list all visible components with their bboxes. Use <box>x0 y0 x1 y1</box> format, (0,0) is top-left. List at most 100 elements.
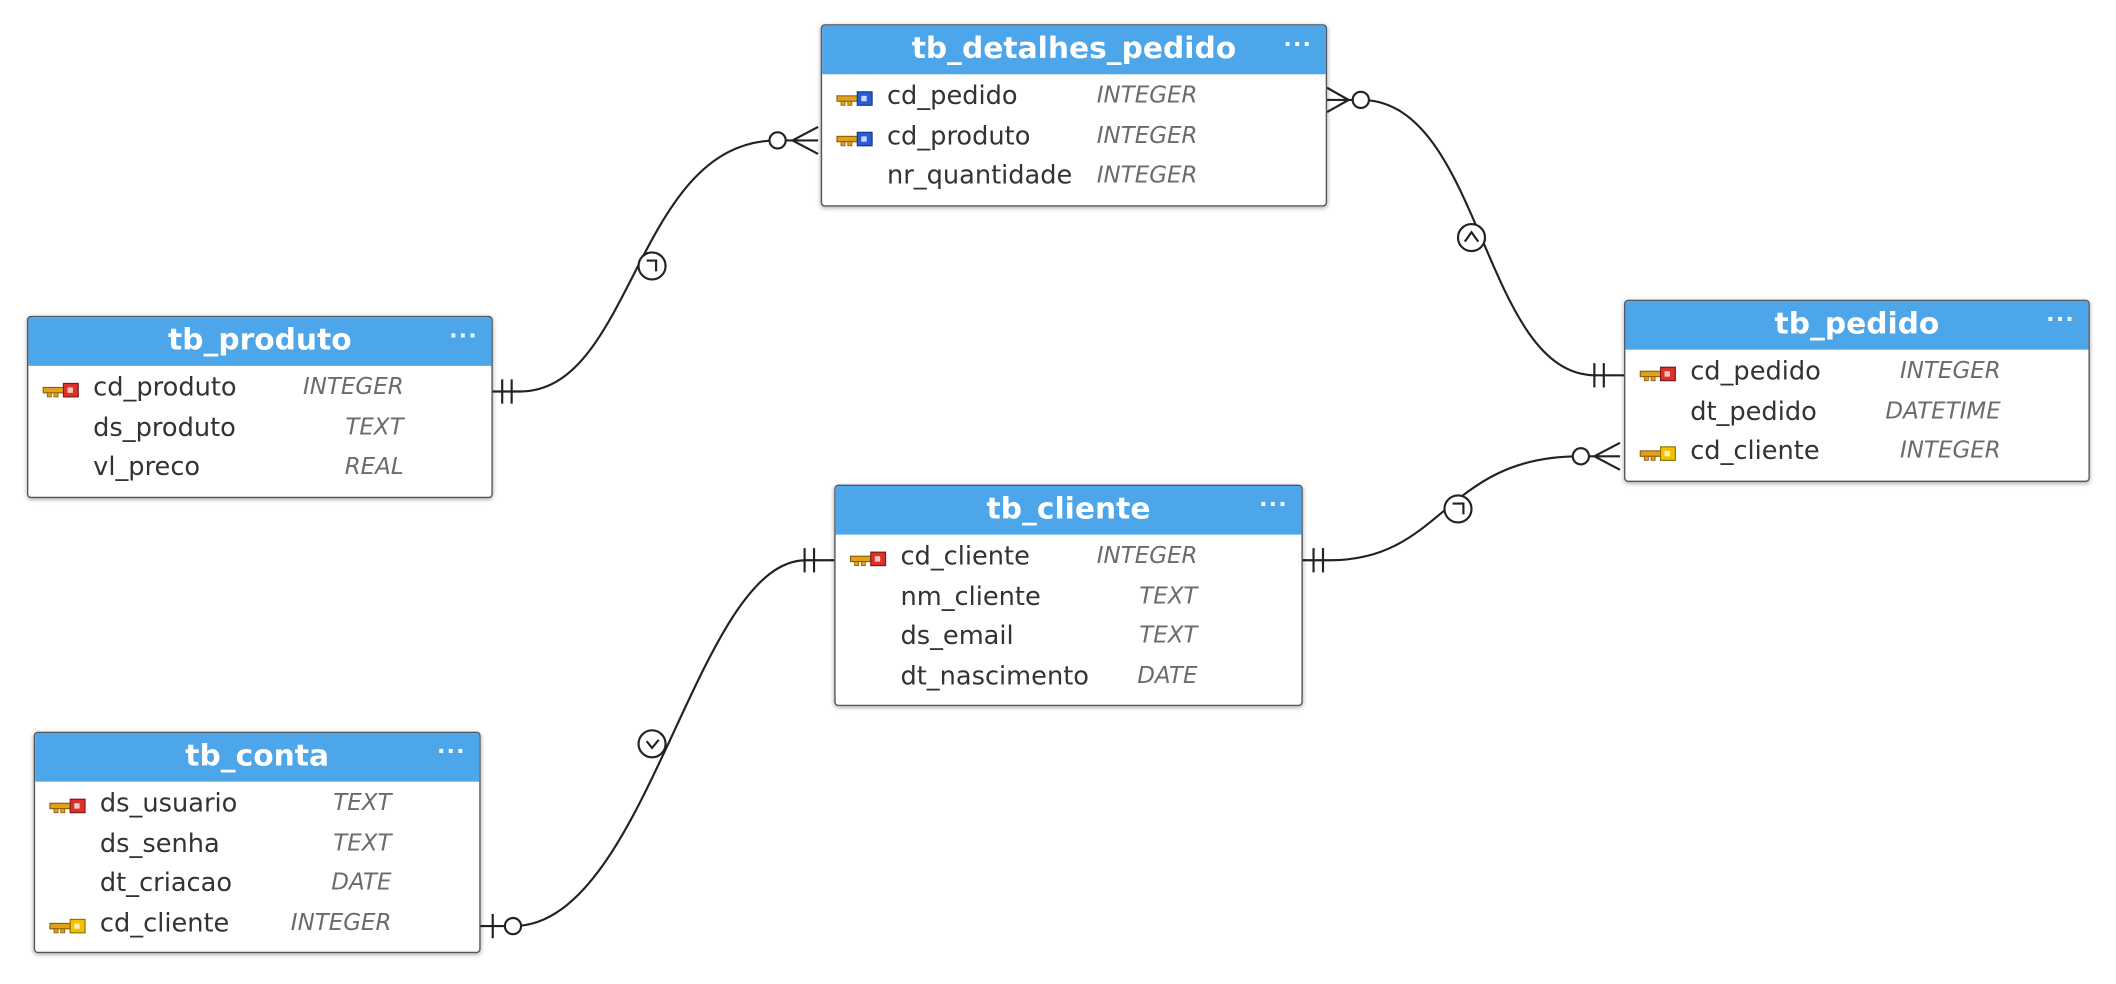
column-name: cd_pedido <box>886 81 1018 111</box>
foreign-key-icon <box>49 913 87 935</box>
column-type: REAL <box>344 453 404 481</box>
column-row[interactable]: vl_preco REAL <box>28 450 491 490</box>
table-menu-button[interactable]: ··· <box>1283 31 1313 57</box>
table-title: tb_detalhes_pedido <box>911 32 1237 67</box>
column-row[interactable]: nr_quantidade INTEGER <box>822 158 1326 198</box>
table-header[interactable]: tb_detalhes_pedido ··· <box>822 25 1326 75</box>
column-row[interactable]: dt_pedido DATETIME <box>1625 394 2088 434</box>
column-name: cd_produto <box>886 120 1031 151</box>
primary-key-icon <box>42 378 80 400</box>
primary-key-icon <box>49 794 87 816</box>
table-header[interactable]: tb_pedido ··· <box>1625 301 2089 350</box>
table-menu-button[interactable]: ··· <box>437 738 466 765</box>
column-name: cd_pedido <box>1690 356 1821 387</box>
relationship-cliente-conta[interactable] <box>479 559 835 928</box>
column-row[interactable]: dt_criacao DATE <box>35 865 479 905</box>
column-name: dt_nascimento <box>900 660 1089 691</box>
column-name: nm_cliente <box>900 581 1041 611</box>
column-row[interactable]: cd_pedido INTEGER <box>1625 354 2088 394</box>
column-type: INTEGER <box>302 373 404 401</box>
column-type: TEXT <box>333 789 392 817</box>
foreign-key-icon <box>1639 441 1677 463</box>
column-type: TEXT <box>333 829 392 857</box>
direction-marker <box>1456 223 1487 253</box>
column-type: DATETIME <box>1885 397 2001 425</box>
optional-circle-marker <box>768 131 787 150</box>
table-tb-produto[interactable]: tb_produto ··· cd_produto INTEGER ds_produ… <box>27 315 493 498</box>
table-title: tb_cliente <box>986 492 1151 527</box>
many-crowfoot-marker <box>1593 441 1621 471</box>
table-header[interactable]: tb_conta ··· <box>35 733 480 782</box>
column-type: INTEGER <box>1899 437 2001 465</box>
optional-circle-marker <box>503 916 523 936</box>
column-name: cd_cliente <box>1690 436 1820 466</box>
many-crowfoot-marker <box>1326 86 1350 113</box>
table-header[interactable]: tb_produto ··· <box>28 317 492 366</box>
direction-marker <box>1443 494 1473 524</box>
column-row[interactable]: ds_produto TEXT <box>28 410 491 450</box>
table-tb-cliente[interactable]: tb_cliente ··· cd_cliente INTEGER nm_clien… <box>834 484 1303 707</box>
direction-chevron <box>646 259 658 272</box>
column-type: DATE <box>1137 662 1198 690</box>
column-list: cd_produto INTEGER ds_produto TEXT vl_preco R… <box>28 366 491 496</box>
column-type: TEXT <box>1139 582 1198 610</box>
column-name: dt_criacao <box>99 868 233 898</box>
column-name: vl_preco <box>93 452 201 482</box>
column-row[interactable]: ds_usuario TEXT <box>35 786 479 826</box>
column-name: cd_produto <box>93 372 237 403</box>
column-row[interactable]: cd_cliente INTEGER <box>836 539 1302 579</box>
table-title: tb_produto <box>168 324 352 358</box>
column-name: cd_cliente <box>99 907 230 938</box>
primary-key-icon <box>1639 362 1677 384</box>
direction-chevron <box>645 739 660 750</box>
optional-circle-marker <box>1571 447 1591 466</box>
column-type: TEXT <box>345 413 404 441</box>
column-name: nr_quantidade <box>886 160 1073 191</box>
column-row[interactable]: cd_produto INTEGER <box>28 370 491 410</box>
column-type: INTEGER <box>1899 357 2001 385</box>
table-title: tb_conta <box>185 739 330 774</box>
foreign-key-icon <box>836 126 874 148</box>
direction-chevron <box>1463 230 1480 243</box>
table-menu-button[interactable]: ··· <box>449 322 478 349</box>
column-name: ds_usuario <box>99 788 238 819</box>
column-row[interactable]: ds_senha TEXT <box>35 826 479 866</box>
column-type: INTEGER <box>1096 162 1198 189</box>
column-row[interactable]: cd_produto INTEGER <box>822 118 1326 158</box>
column-type: INTEGER <box>1096 82 1198 110</box>
optional-circle-marker <box>1351 90 1370 110</box>
direction-chevron <box>1452 502 1465 515</box>
table-header[interactable]: tb_cliente ··· <box>835 486 1302 535</box>
foreign-key-icon <box>836 86 874 108</box>
column-type: INTEGER <box>290 909 392 937</box>
many-crowfoot-marker <box>791 125 819 155</box>
column-row[interactable]: cd_cliente INTEGER <box>1625 433 2088 473</box>
column-type: DATE <box>331 869 392 897</box>
column-row[interactable]: ds_email TEXT <box>836 618 1302 658</box>
column-name: ds_senha <box>99 828 220 858</box>
column-row[interactable]: cd_cliente INTEGER <box>35 905 479 945</box>
column-type: INTEGER <box>1096 542 1198 570</box>
column-row[interactable]: cd_pedido INTEGER <box>822 78 1326 118</box>
column-name: ds_email <box>900 621 1014 651</box>
column-row[interactable]: dt_nascimento DATE <box>836 658 1302 698</box>
column-type: TEXT <box>1139 622 1198 650</box>
table-menu-button[interactable]: ··· <box>1259 491 1288 518</box>
column-name: cd_cliente <box>900 541 1030 572</box>
column-name: dt_pedido <box>1690 396 1817 426</box>
primary-key-icon <box>849 547 887 569</box>
column-type: INTEGER <box>1096 122 1198 150</box>
table-menu-button[interactable]: ··· <box>2046 306 2075 333</box>
direction-marker <box>637 251 667 281</box>
column-name: ds_produto <box>93 412 236 443</box>
direction-marker <box>637 729 667 759</box>
column-row[interactable]: nm_cliente TEXT <box>836 578 1302 618</box>
